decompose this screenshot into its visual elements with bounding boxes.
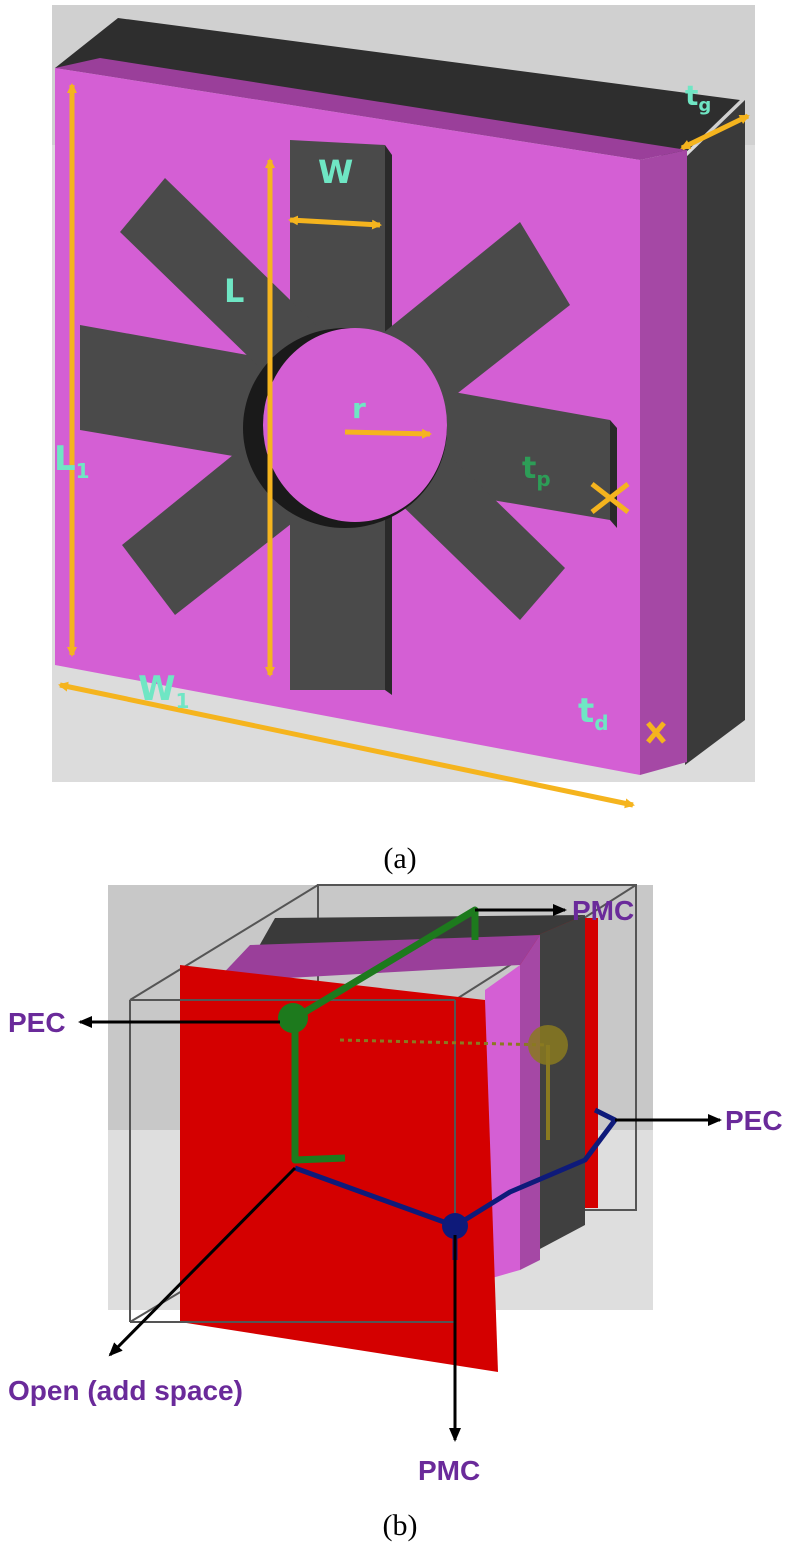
patch-arm-horizontal-edge [610,420,617,528]
dim-w1-arrow [58,681,635,809]
dielectric-layer-top [215,935,540,982]
ground-plane-side [685,100,745,765]
label-pec-right: PEC [725,1105,783,1136]
label-open: Open (add space) [8,1375,243,1406]
label-l: L [224,272,244,310]
dim-r-arrow [344,428,432,439]
box-edge-top-left [129,884,319,1001]
ground-plane-top [55,18,740,158]
arrow-open [108,1166,297,1357]
label-tp: tp [522,451,551,491]
callout-arrows [78,904,722,1442]
dim-tp-mark-2 [590,482,630,514]
label-td: td [578,691,609,735]
pmc-port-marker [278,1003,308,1033]
pec-port-marker [442,1213,468,1239]
label-tg: tg [685,79,711,116]
label-w1: W1 [138,669,189,713]
label-pmc-top: PMC [572,895,634,926]
dielectric-top [55,58,687,160]
dim-w-arrow [288,215,382,230]
label-pmc-bottom: PMC [418,1455,480,1486]
panel-b: PMC PEC PEC Open (add space) PMC [8,884,783,1486]
caption-a: (a) [383,842,416,875]
dim-tg-arrow [680,113,750,151]
pmc-path-vertical [291,1018,346,1164]
dielectric-side [640,150,687,775]
label-l1: L1 [54,439,90,483]
front-pec-plane [180,965,498,1372]
dimension-arrows [58,83,750,809]
dielectric-layer [520,935,540,1270]
label-w: W [318,153,353,191]
caption-b: (b) [383,1509,418,1542]
label-r: r [352,392,366,425]
pmc-path-dotted [339,1038,549,1047]
patch-center-hole [263,328,447,522]
pec-path-lower [294,1107,618,1229]
label-pec-left: PEC [8,1007,66,1038]
panel-a: tg W L L1 r tp W1 td [52,5,755,809]
ground-layer [538,915,585,1250]
star-patch [80,140,617,695]
dim-td-mark-2 [646,721,666,744]
